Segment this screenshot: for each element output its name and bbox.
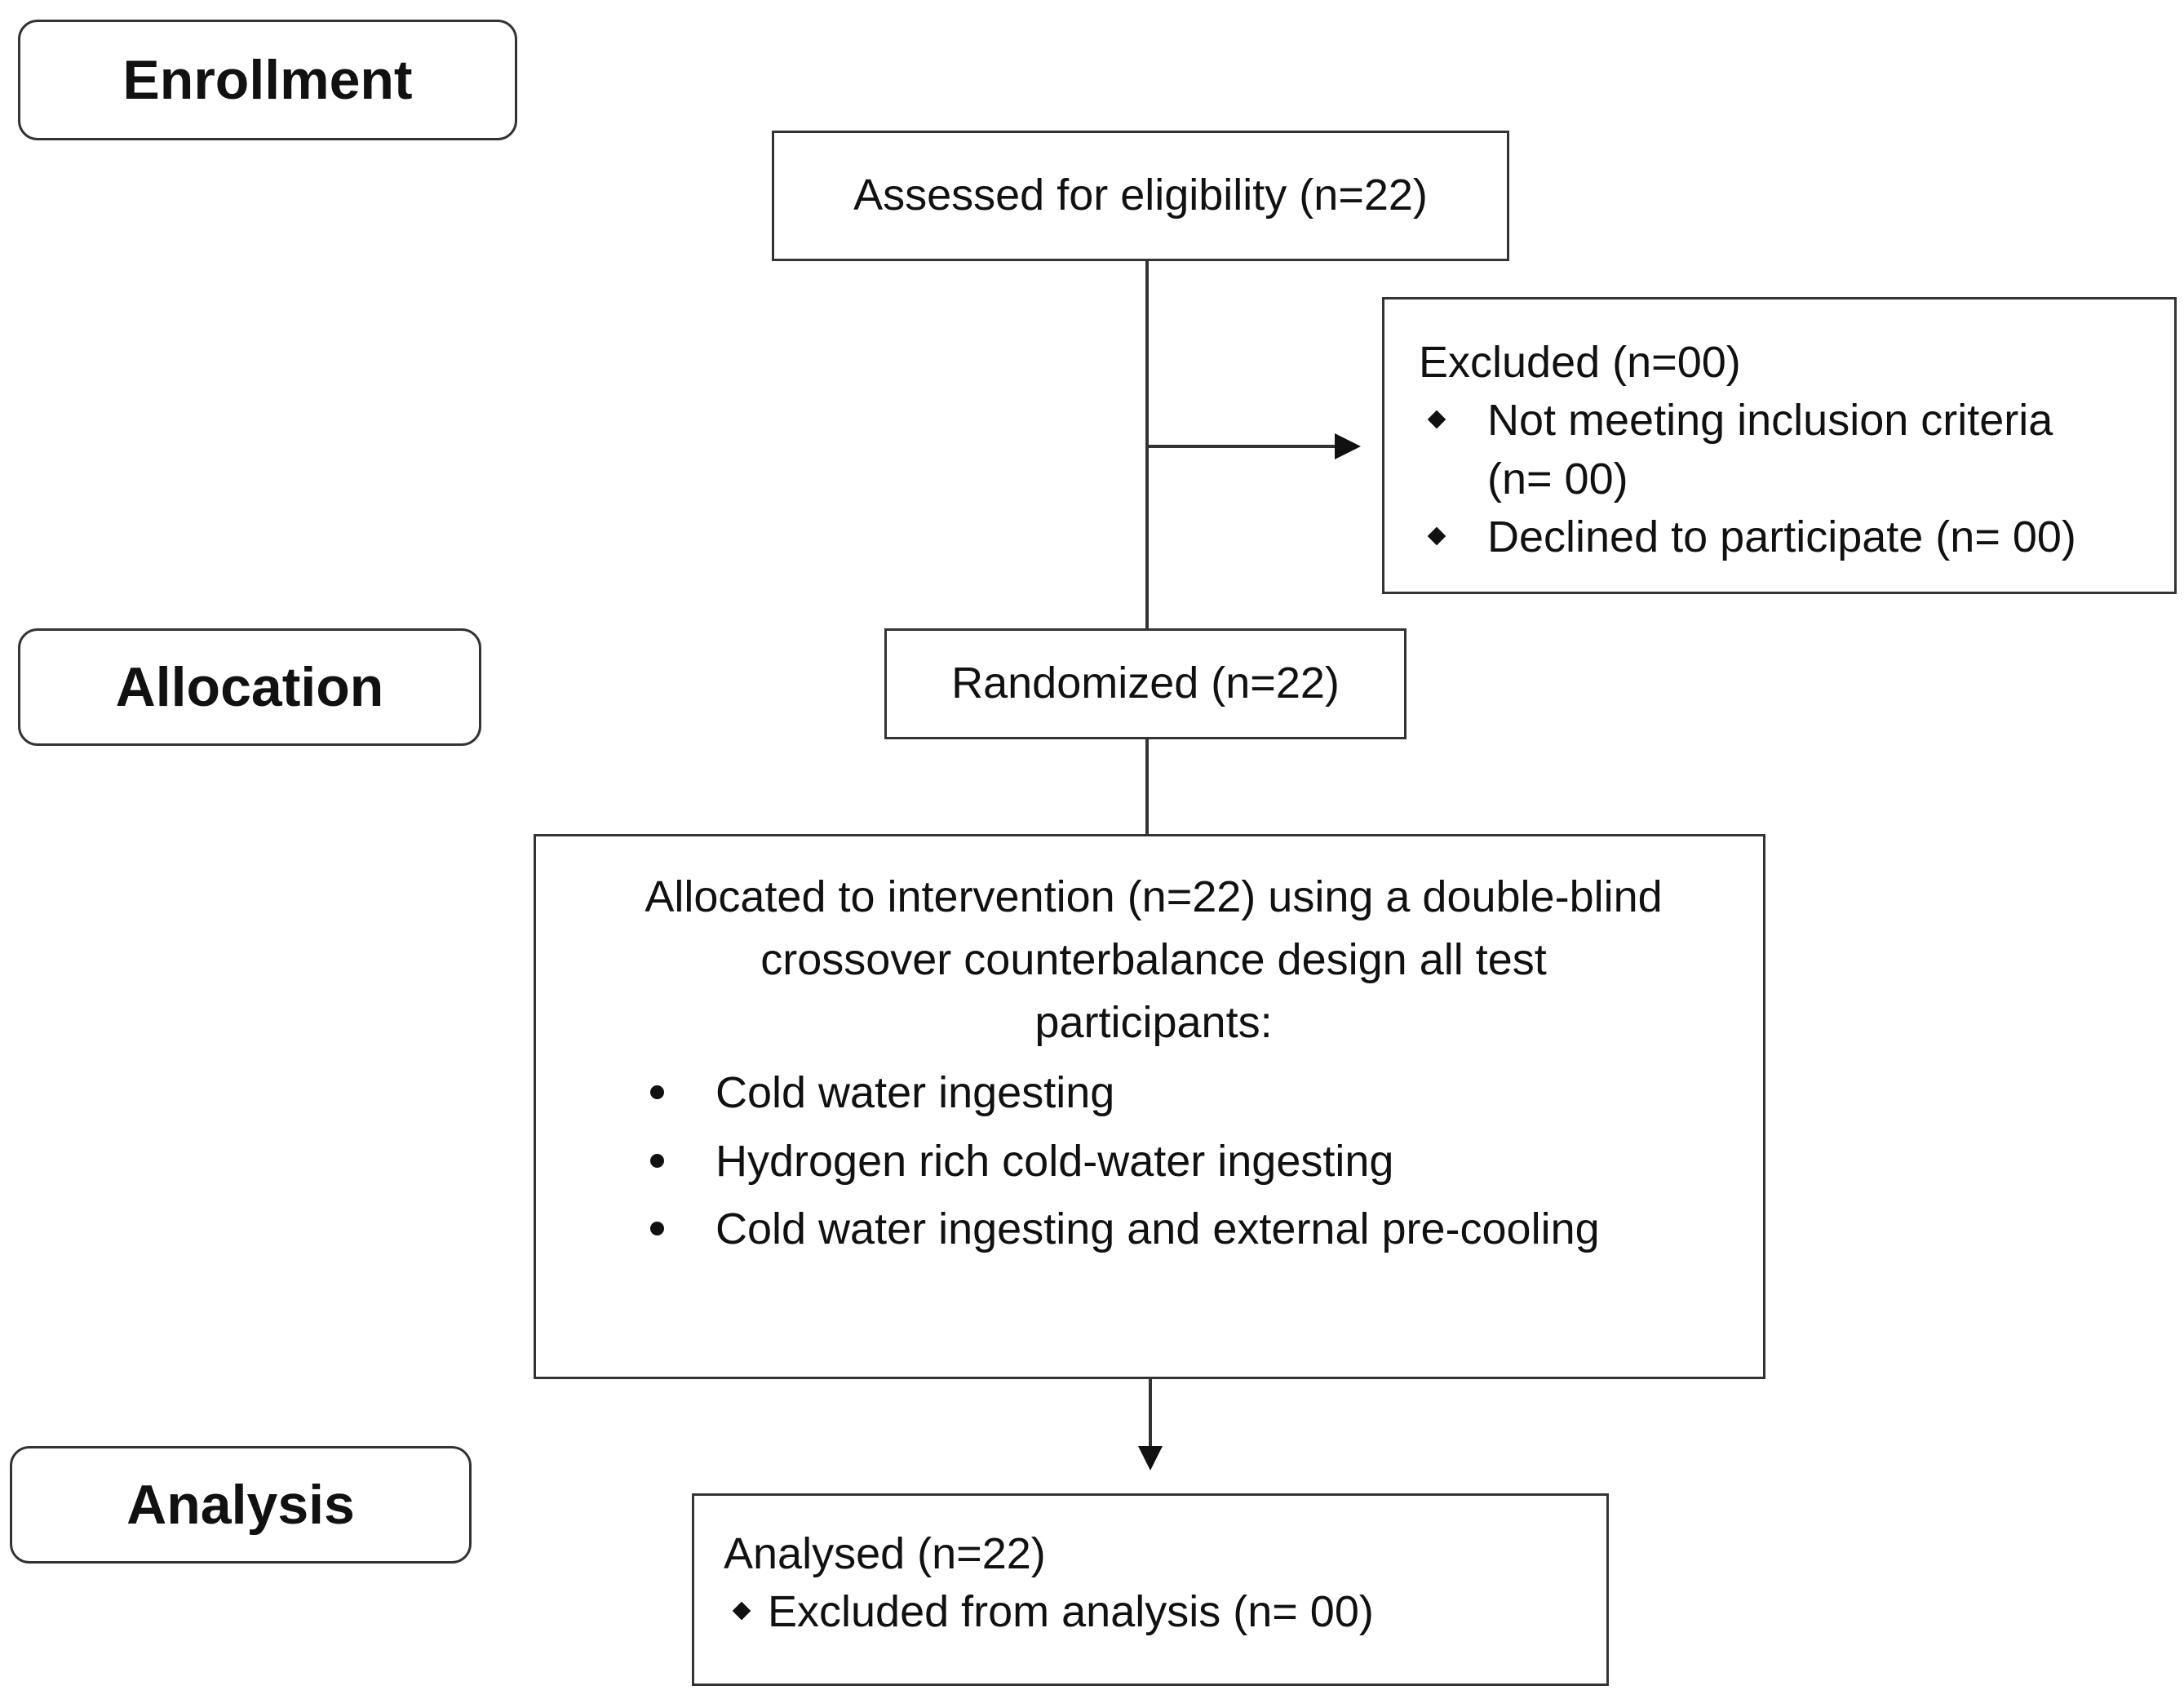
assessed-text: Assessed for eligibility (n=22) — [853, 171, 1428, 220]
randomized-box: Randomized (n=22) — [884, 628, 1407, 739]
analysed-title: Analysed (n=22) — [724, 1529, 1046, 1578]
diamond-bullet-icon — [1427, 410, 1446, 429]
analysed-item: Excluded from analysis (n= 00) — [724, 1583, 1606, 1641]
allocated-box: Allocated to intervention (n=22) using a… — [534, 834, 1765, 1379]
dot-bullet-icon — [650, 1153, 664, 1168]
stage-allocation: Allocation — [18, 628, 481, 746]
excluded-item-line: Declined to participate (n= 00) — [1487, 512, 2076, 561]
connector-to-excluded — [1145, 445, 1353, 448]
dot-bullet-icon — [650, 1085, 664, 1099]
stage-allocation-label: Allocation — [115, 656, 384, 718]
analysed-list: Excluded from analysis (n= 00) — [724, 1583, 1606, 1641]
excluded-item-declined: Declined to participate (n= 00) — [1419, 508, 2174, 566]
allocated-line: Allocated to intervention (n=22) using a… — [645, 872, 1663, 921]
stage-enrollment-label: Enrollment — [122, 49, 413, 111]
allocated-description: Allocated to intervention (n=22) using a… — [536, 864, 1763, 1056]
excluded-item-line: (n= 00) — [1487, 454, 1628, 503]
excluded-box: Excluded (n=00) Not meeting inclusion cr… — [1382, 297, 2177, 594]
excluded-list: Not meeting inclusion criteria (n= 00) D… — [1419, 392, 2174, 566]
allocated-item: Hydrogen rich cold-water ingesting — [650, 1128, 1763, 1196]
excluded-item-line: Not meeting inclusion criteria — [1487, 396, 2053, 446]
allocated-line: crossover counterbalance design all test — [760, 935, 1547, 984]
stage-enrollment: Enrollment — [18, 20, 517, 140]
diamond-bullet-icon — [732, 1601, 751, 1621]
randomized-text: Randomized (n=22) — [951, 659, 1340, 708]
analysed-box: Analysed (n=22) Excluded from analysis (… — [692, 1493, 1609, 1686]
assessed-box: Assessed for eligibility (n=22) — [772, 131, 1509, 261]
allocated-item: Cold water ingesting and external pre-co… — [650, 1196, 1763, 1264]
dot-bullet-icon — [650, 1222, 664, 1236]
diamond-bullet-icon — [1427, 526, 1446, 546]
excluded-item-not-meeting: Not meeting inclusion criteria (n= 00) — [1419, 392, 2174, 508]
connector-randomized-to-allocated — [1145, 739, 1149, 834]
stage-analysis-label: Analysis — [126, 1474, 355, 1536]
allocated-list: Cold water ingesting Hydrogen rich cold-… — [536, 1059, 1763, 1264]
stage-analysis: Analysis — [10, 1446, 472, 1564]
allocated-line: participants: — [1034, 998, 1273, 1047]
allocated-item: Cold water ingesting — [650, 1059, 1763, 1128]
connector-allocated-to-analysed — [1149, 1379, 1152, 1453]
excluded-title: Excluded (n=00) — [1419, 338, 1741, 387]
